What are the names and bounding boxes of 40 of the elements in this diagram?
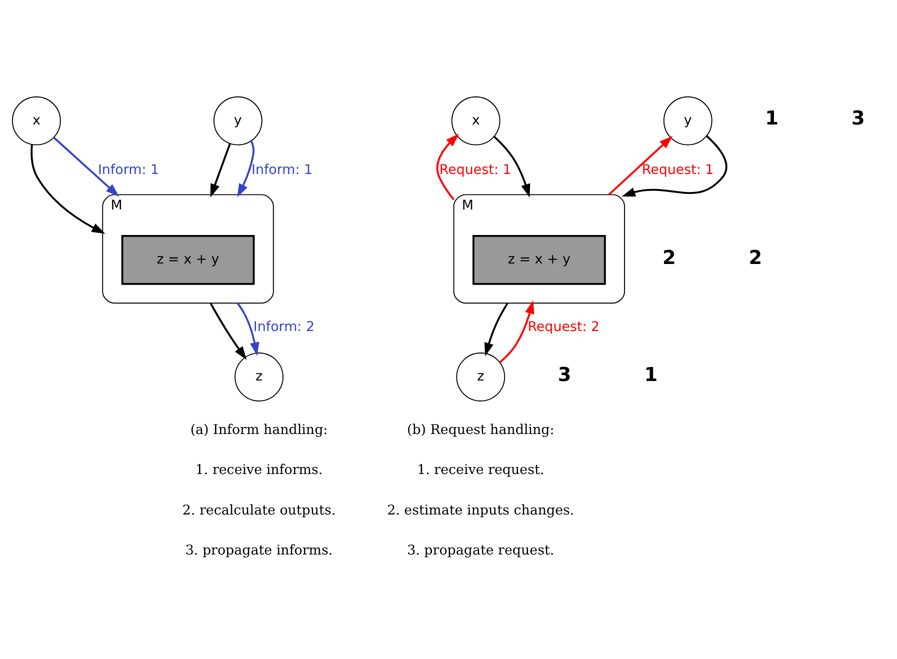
label: 1 bbox=[765, 106, 778, 130]
label: 1 bbox=[644, 362, 658, 386]
label: 1. receive informs. bbox=[195, 463, 323, 478]
node-circle: y bbox=[663, 96, 712, 146]
arrow bbox=[608, 136, 673, 196]
arrow bbox=[237, 140, 254, 198]
edge-label: Request: 1 bbox=[439, 162, 512, 178]
arrow bbox=[30, 144, 106, 234]
edge-label: Request: 1 bbox=[642, 162, 714, 178]
label: 2 bbox=[662, 246, 676, 269]
arrow bbox=[484, 302, 508, 356]
arrow bbox=[53, 136, 120, 197]
label: (b) Request handling: bbox=[406, 422, 554, 438]
node-circle: x bbox=[12, 96, 61, 146]
arrow bbox=[436, 134, 459, 200]
label: 2. estimate inputs changes. bbox=[387, 503, 574, 518]
node-circle: z bbox=[456, 352, 506, 402]
label: 2 bbox=[748, 246, 762, 269]
edge-label: Request: 2 bbox=[528, 320, 600, 336]
arrow bbox=[210, 302, 247, 360]
arrow bbox=[210, 143, 231, 198]
label: 3 bbox=[851, 106, 865, 130]
node-circle: x bbox=[451, 96, 500, 146]
arrow bbox=[236, 302, 260, 356]
label: 3. propagate request. bbox=[407, 544, 554, 559]
label: 3 bbox=[558, 362, 572, 386]
label: (a) Inform handling: bbox=[190, 422, 328, 438]
label: 1. receive request. bbox=[417, 463, 544, 478]
edge-label: Inform: 1 bbox=[98, 162, 160, 178]
label: 3. propagate informs. bbox=[185, 544, 333, 559]
edge-label: Inform: 1 bbox=[251, 162, 313, 178]
node-box: z = x + y bbox=[121, 235, 255, 285]
arrow bbox=[494, 136, 530, 198]
node-circle: z bbox=[234, 352, 284, 402]
node-box: z = x + y bbox=[472, 235, 606, 285]
arrow bbox=[622, 135, 728, 197]
label: 2. recalculate outputs. bbox=[182, 503, 336, 518]
arrow bbox=[499, 300, 534, 364]
node-circle: y bbox=[213, 96, 262, 146]
edge-label: Inform: 2 bbox=[253, 320, 315, 336]
